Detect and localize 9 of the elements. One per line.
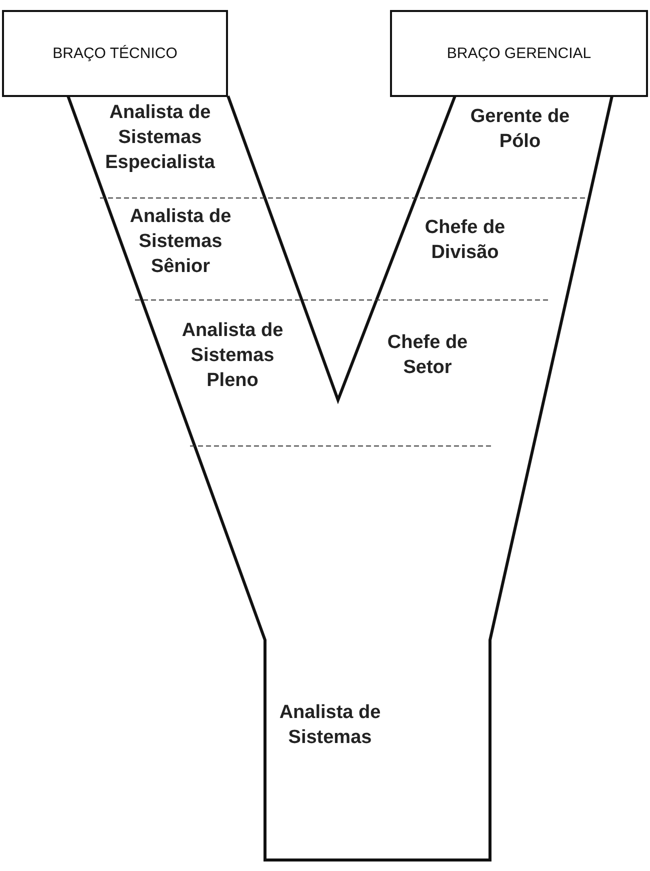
branch-title: BRAÇO TÉCNICO bbox=[52, 45, 178, 62]
career-level-label: Analista de Sistemas bbox=[278, 701, 382, 750]
branch-title: BRAÇO GERENCIAL bbox=[446, 45, 592, 62]
career-level-label: Analista de Sistemas Sênior bbox=[128, 205, 232, 279]
career-level-label: Analista de Sistemas Especialista bbox=[104, 101, 216, 175]
career-level-label: Analista de Sistemas Pleno bbox=[180, 319, 284, 393]
career-level-label: Gerente de Pólo bbox=[469, 105, 571, 154]
career-level-label: Chefe de Divisão bbox=[424, 216, 506, 265]
career-level-label: Chefe de Setor bbox=[386, 331, 469, 380]
